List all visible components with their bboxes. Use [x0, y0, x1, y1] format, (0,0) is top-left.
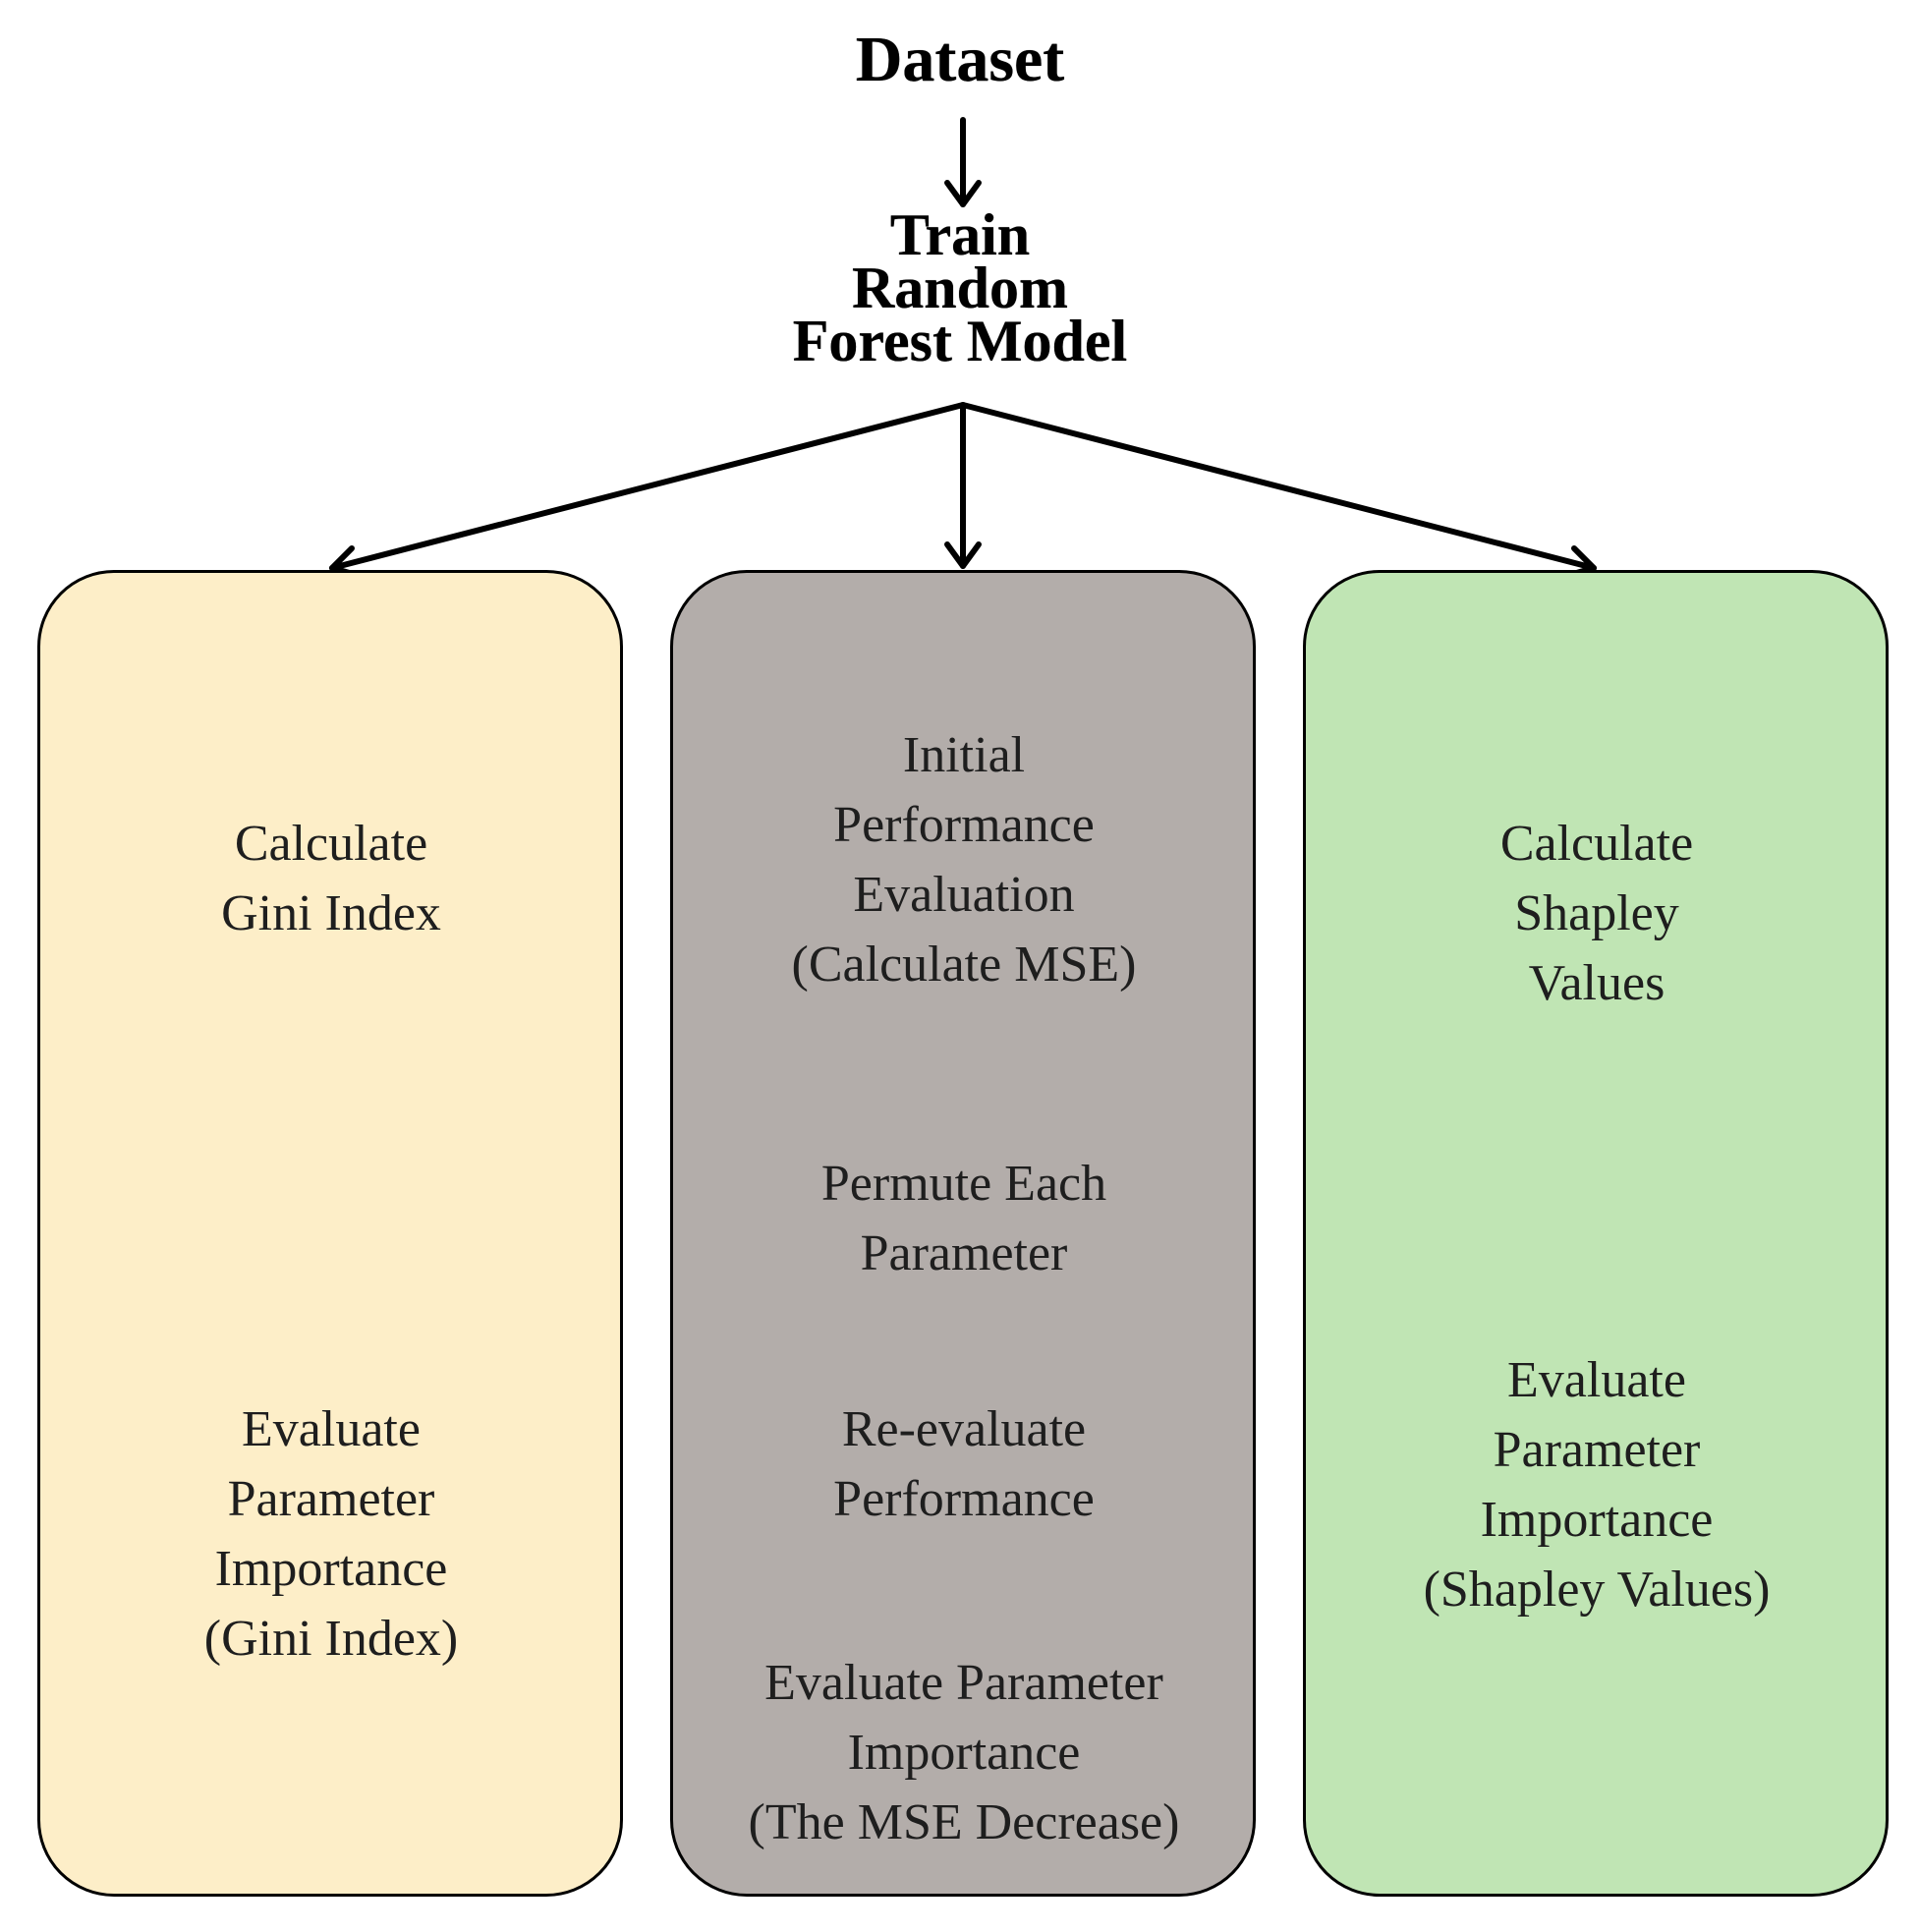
model-label-line: Forest Model	[792, 309, 1128, 373]
model-label-line: Train	[889, 202, 1031, 267]
dataset-node: Dataset	[763, 20, 1157, 100]
arrow-model-to-permutation	[944, 402, 982, 569]
gini-index-box: Calculate Gini Index Evaluate Parameter …	[37, 570, 623, 1897]
step-line: (Gini Index)	[203, 1611, 459, 1667]
step-line: Gini Index	[221, 885, 441, 941]
step-line: Parameter	[1493, 1422, 1701, 1478]
gini-evaluate-step: Evaluate Parameter Importance (Gini Inde…	[56, 1394, 606, 1674]
step-line: Initial	[902, 727, 1026, 783]
step-line: (The MSE Decrease)	[748, 1794, 1180, 1850]
step-line: Calculate	[1499, 816, 1694, 872]
permutation-evaluate-step: Evaluate Parameter Importance (The MSE D…	[689, 1648, 1239, 1857]
step-line: Importance	[847, 1725, 1081, 1781]
permutation-permute-step: Permute Each Parameter	[689, 1149, 1239, 1288]
step-line: Performance	[833, 1471, 1095, 1527]
step-line: Evaluation	[853, 867, 1075, 923]
step-line: Importance	[214, 1541, 448, 1597]
step-line: Evaluate	[1507, 1352, 1686, 1408]
arrow-model-to-gini	[329, 402, 966, 579]
step-line: Evaluate	[242, 1401, 421, 1457]
step-line: (Calculate MSE)	[791, 937, 1137, 993]
step-line: Values	[1528, 955, 1666, 1011]
arrow-model-to-shapley	[960, 402, 1597, 579]
step-line: Calculate	[234, 816, 428, 872]
model-node: Train Random Forest Model	[714, 202, 1206, 373]
shapley-calculate-step: Calculate Shapley Values	[1322, 809, 1872, 1018]
shapley-values-box: Calculate Shapley Values Evaluate Parame…	[1303, 570, 1889, 1897]
model-label-line: Random	[851, 256, 1069, 320]
dataset-label: Dataset	[855, 24, 1065, 95]
permutation-reevaluate-step: Re-evaluate Performance	[689, 1394, 1239, 1534]
step-line: (Shapley Values)	[1423, 1562, 1771, 1618]
step-line: Shapley	[1514, 885, 1679, 941]
step-line: Performance	[833, 797, 1095, 853]
shapley-evaluate-step: Evaluate Parameter Importance (Shapley V…	[1322, 1345, 1872, 1624]
permutation-initial-step: Initial Performance Evaluation (Calculat…	[689, 720, 1239, 999]
step-line: Parameter	[860, 1225, 1068, 1281]
step-line: Re-evaluate	[841, 1401, 1087, 1457]
step-line: Importance	[1480, 1492, 1714, 1548]
arrow-dataset-to-model	[944, 117, 982, 207]
permutation-importance-box: Initial Performance Evaluation (Calculat…	[670, 570, 1256, 1897]
step-line: Evaluate Parameter	[764, 1655, 1163, 1711]
gini-calculate-step: Calculate Gini Index	[56, 809, 606, 948]
step-line: Permute Each	[820, 1156, 1107, 1212]
step-line: Parameter	[227, 1471, 435, 1527]
